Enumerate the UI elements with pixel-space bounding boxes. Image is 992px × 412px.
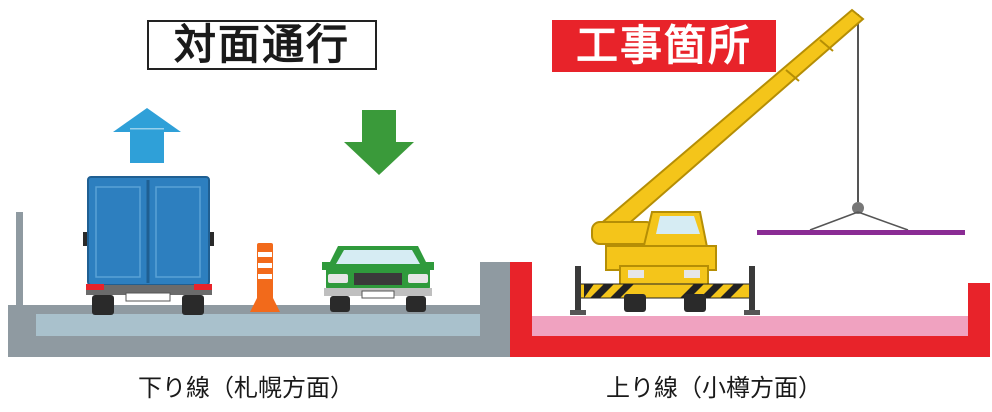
- oncoming-traffic-badge: 対面通行: [147, 20, 377, 70]
- car-icon: [322, 246, 434, 312]
- construction-site-badge: 工事箇所: [552, 20, 776, 72]
- truck-icon: [83, 176, 214, 315]
- crane-icon: [570, 8, 965, 315]
- down-arrow-icon: [344, 110, 414, 175]
- construction-area: [510, 262, 990, 357]
- up-arrow-icon: [113, 108, 181, 163]
- traffic-pole-icon: [250, 243, 280, 312]
- up-line-label: 上り線（小樽方面）: [606, 374, 822, 402]
- down-line-label: 下り線（札幌方面）: [138, 374, 354, 402]
- down-line-road: [8, 212, 510, 357]
